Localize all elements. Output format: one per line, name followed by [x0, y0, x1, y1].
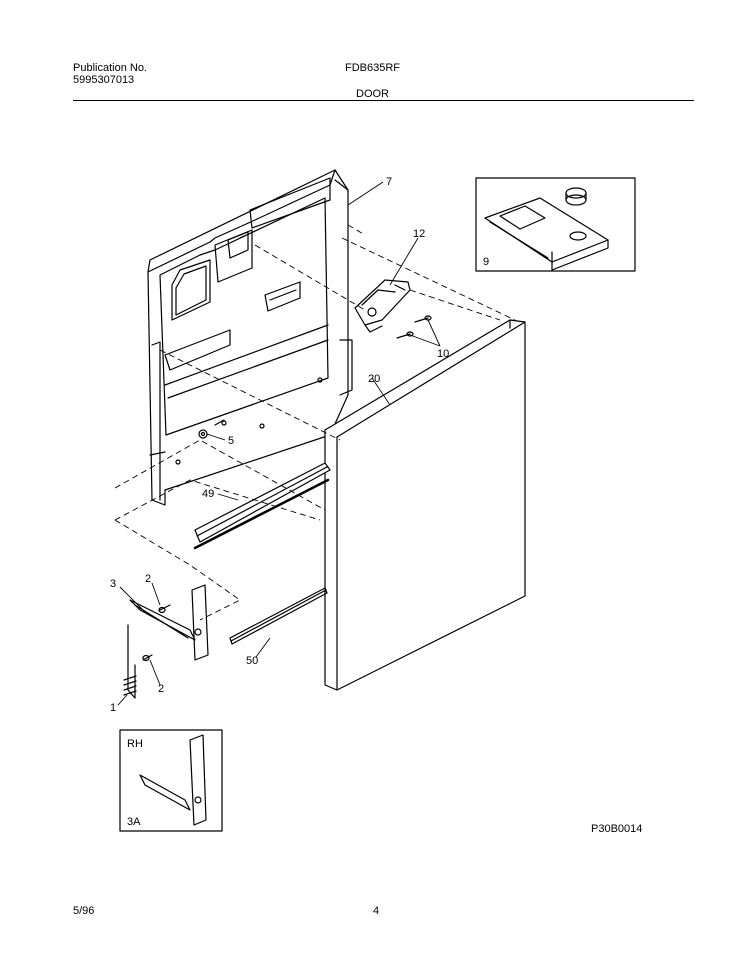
inner-door-liner: [147, 169, 353, 506]
callout-49: 49: [202, 488, 214, 500]
callout-2-lower: 2: [158, 683, 164, 695]
alignment-lines: [114, 224, 516, 621]
header-rule: [73, 100, 694, 101]
callout-5: 5: [228, 435, 234, 447]
hinge-3: [129, 584, 209, 661]
inset-part-9-drawing: [484, 187, 609, 271]
callout-3: 3: [110, 578, 116, 590]
leader-lines: [117, 181, 441, 706]
callout-2-upper: 2: [145, 573, 151, 585]
inset-frame-9: [475, 177, 636, 272]
seal-strip-50: [229, 587, 328, 645]
inset-rh-hinge-drawing: [139, 734, 207, 826]
trim-strip-49: [193, 462, 331, 550]
callout-12: 12: [413, 228, 425, 240]
callout-1: 1: [110, 702, 116, 714]
screws-2: [142, 604, 171, 662]
callout-10: 10: [437, 348, 449, 360]
page-number: 4: [373, 905, 380, 917]
screws-10: [396, 315, 432, 339]
dispenser-assembly: [354, 279, 411, 333]
publication-label: Publication No.: [73, 62, 147, 74]
footer-date: 5/96: [73, 905, 95, 917]
inset-side-label: RH: [127, 738, 143, 750]
callout-9: 9: [483, 256, 489, 268]
model-number: FDB635RF: [345, 62, 401, 74]
outer-door-panel: [324, 319, 526, 691]
publication-number: 5995307013: [73, 74, 135, 86]
callout-20: 20: [368, 373, 380, 385]
callout-7: 7: [386, 176, 392, 188]
diagram-code: P30B0014: [591, 823, 643, 835]
callout-50: 50: [246, 655, 258, 667]
inset-frame-rh: [119, 729, 223, 832]
spring-1: [123, 624, 137, 699]
inset-part-label: 3A: [127, 816, 141, 828]
section-title: DOOR: [356, 88, 389, 100]
